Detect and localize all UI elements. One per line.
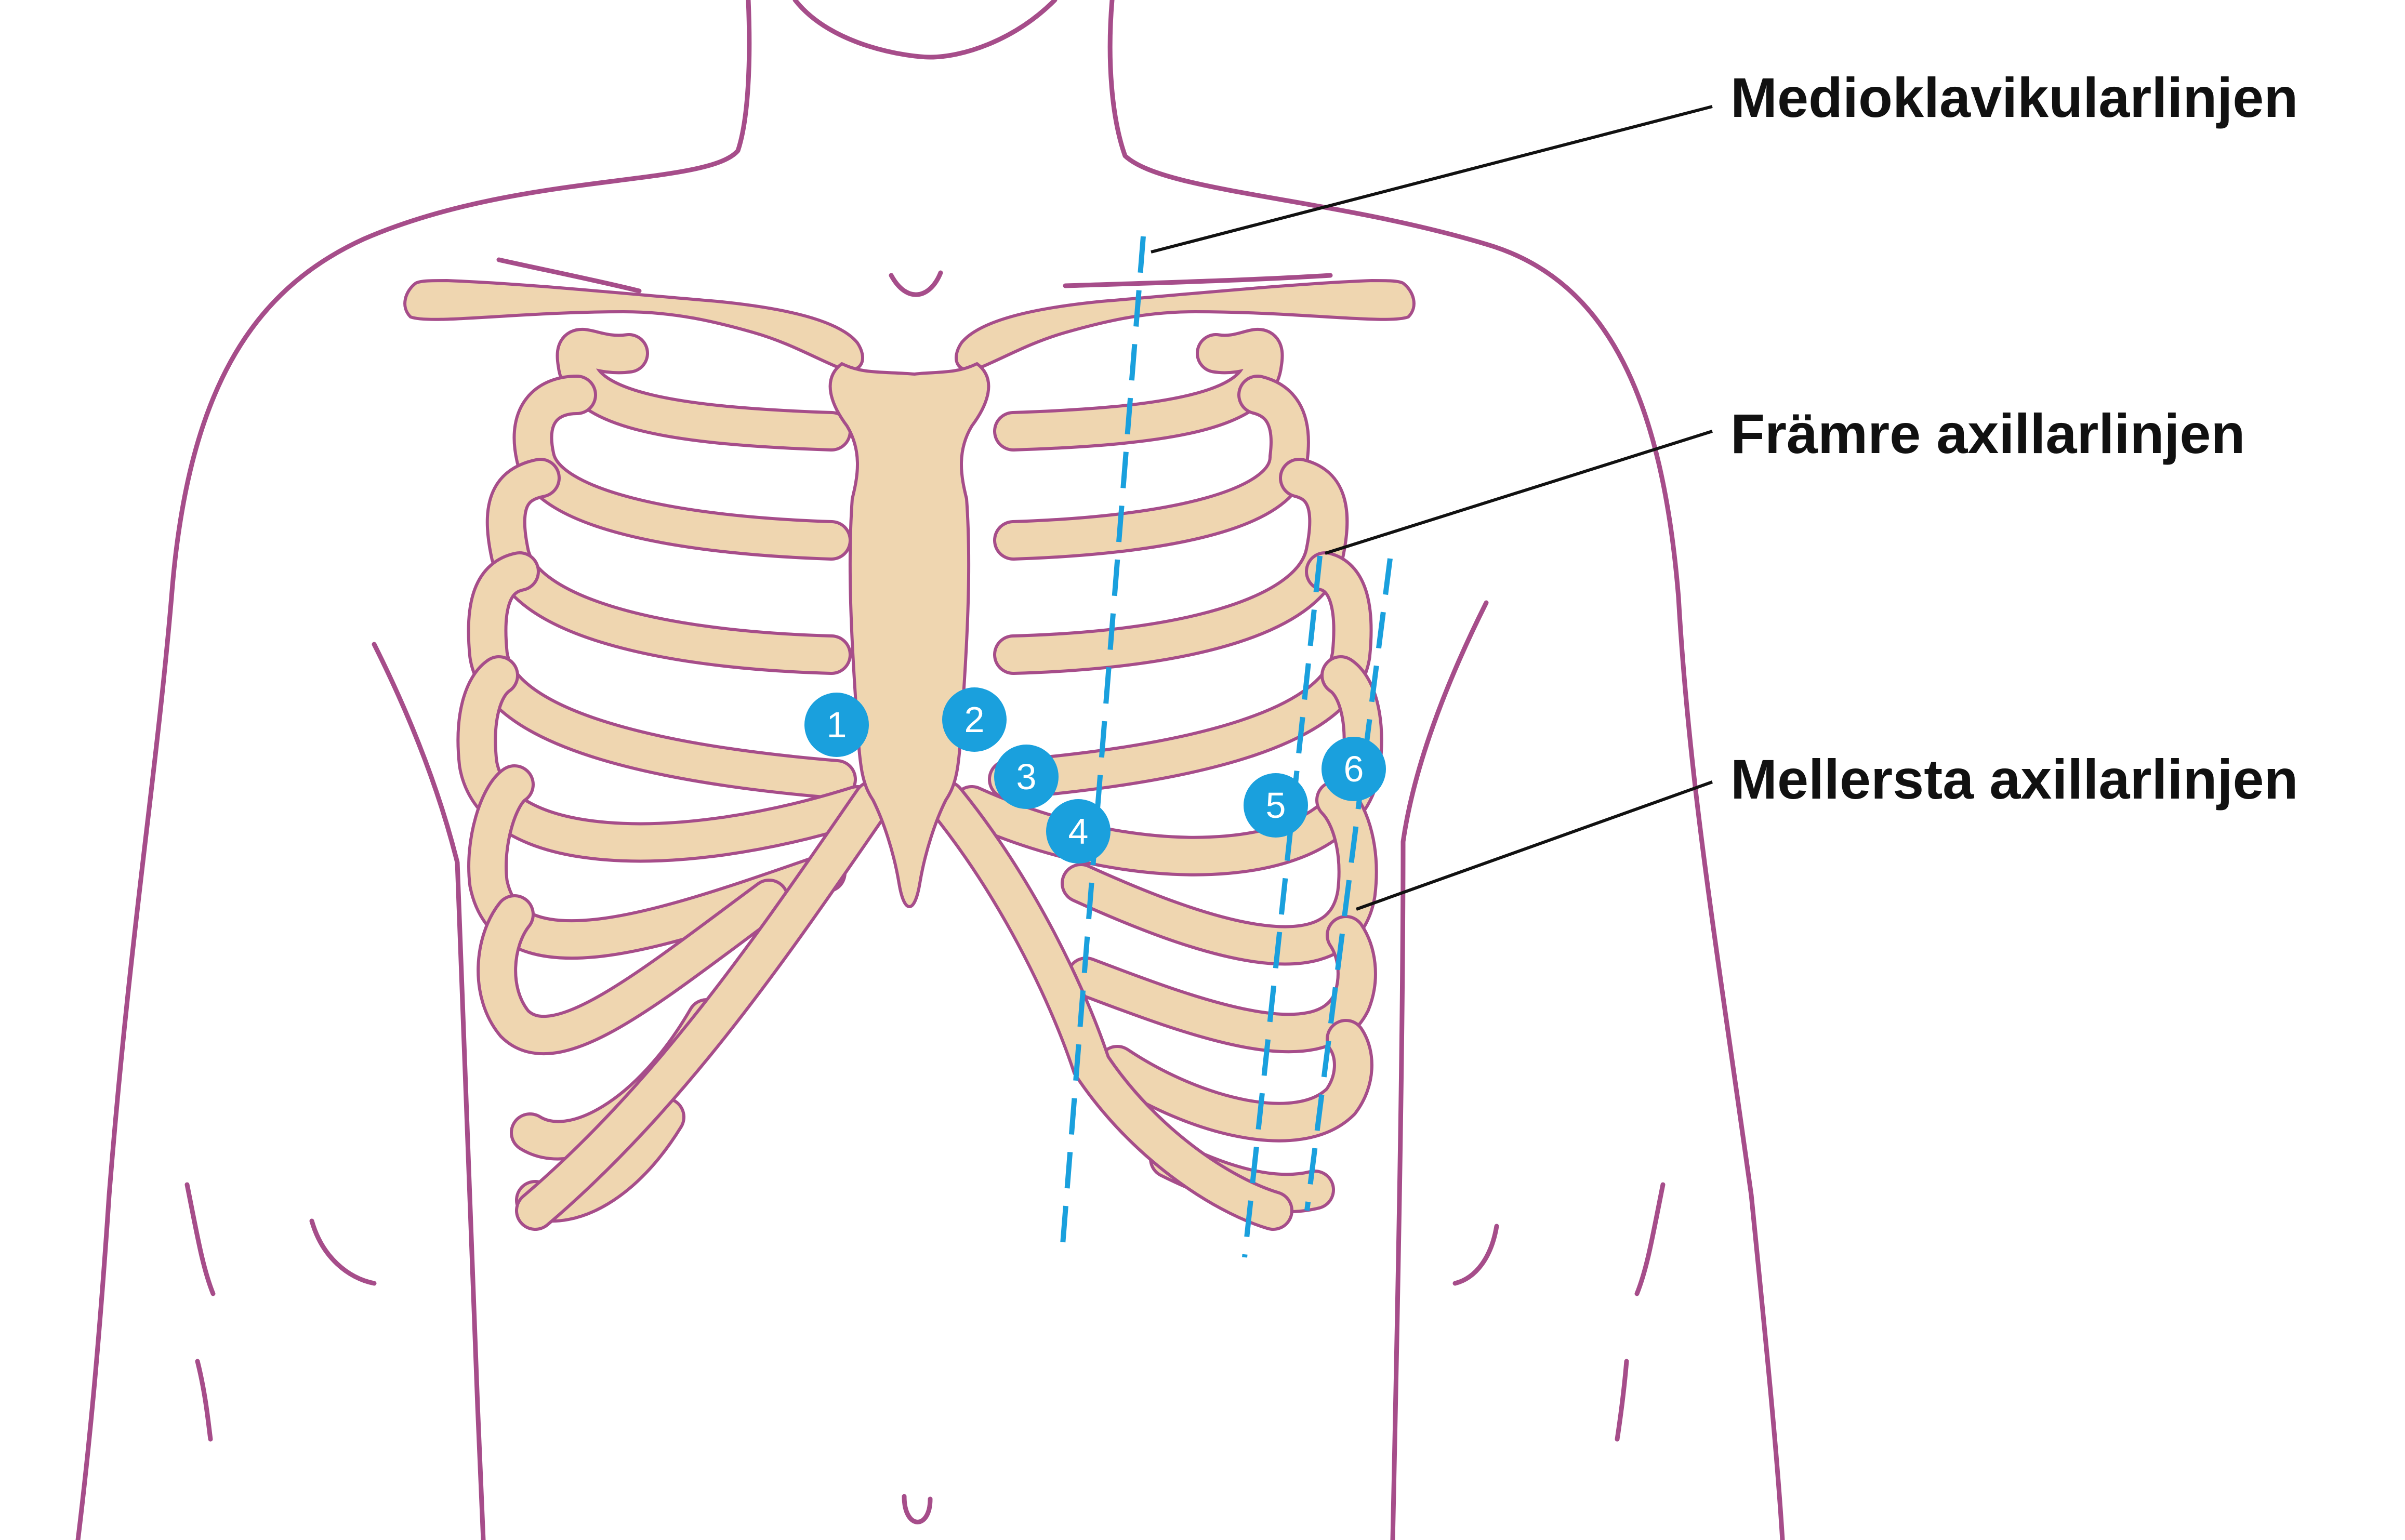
electrode-v4: 4 [1046, 799, 1111, 864]
electrode-v3-label: 3 [1016, 756, 1037, 797]
anterior-axillary-leader [1325, 430, 1713, 555]
electrode-v1: 1 [804, 693, 869, 757]
electrode-v2: 2 [942, 687, 1007, 752]
leader-lines [1151, 105, 1713, 911]
electrode-v6-label: 6 [1344, 749, 1364, 789]
guide-lines [1059, 236, 1393, 1258]
electrode-v6: 6 [1322, 737, 1386, 801]
sternum [828, 362, 990, 908]
line-labels: Medioklavikularlinjen Främre axillarlinj… [1730, 66, 2298, 811]
electrode-v4-label: 4 [1068, 811, 1089, 852]
electrode-v5-label: 5 [1266, 785, 1286, 826]
anterior-axillary-line [1242, 555, 1323, 1258]
electrode-v3: 3 [994, 745, 1059, 809]
right-clavicle [955, 279, 1416, 371]
midclavicular-label: Medioklavikularlinjen [1730, 66, 2298, 129]
electrode-v1-label: 1 [827, 705, 847, 745]
mid-axillary-leader [1355, 780, 1713, 911]
electrode-v5: 5 [1244, 773, 1308, 838]
midclavicular-leader [1151, 105, 1713, 254]
midclavicular-line [1059, 236, 1146, 1258]
anterior-axillary-label: Främre axillarlinjen [1730, 402, 2245, 465]
mid-axillary-label: Mellersta axillarlinjen [1730, 748, 2298, 811]
electrode-markers: 1 2 3 4 5 6 [804, 687, 1386, 864]
body-outline [75, 0, 1785, 1540]
electrode-v2-label: 2 [964, 699, 985, 740]
mid-axillary-line [1304, 558, 1393, 1211]
